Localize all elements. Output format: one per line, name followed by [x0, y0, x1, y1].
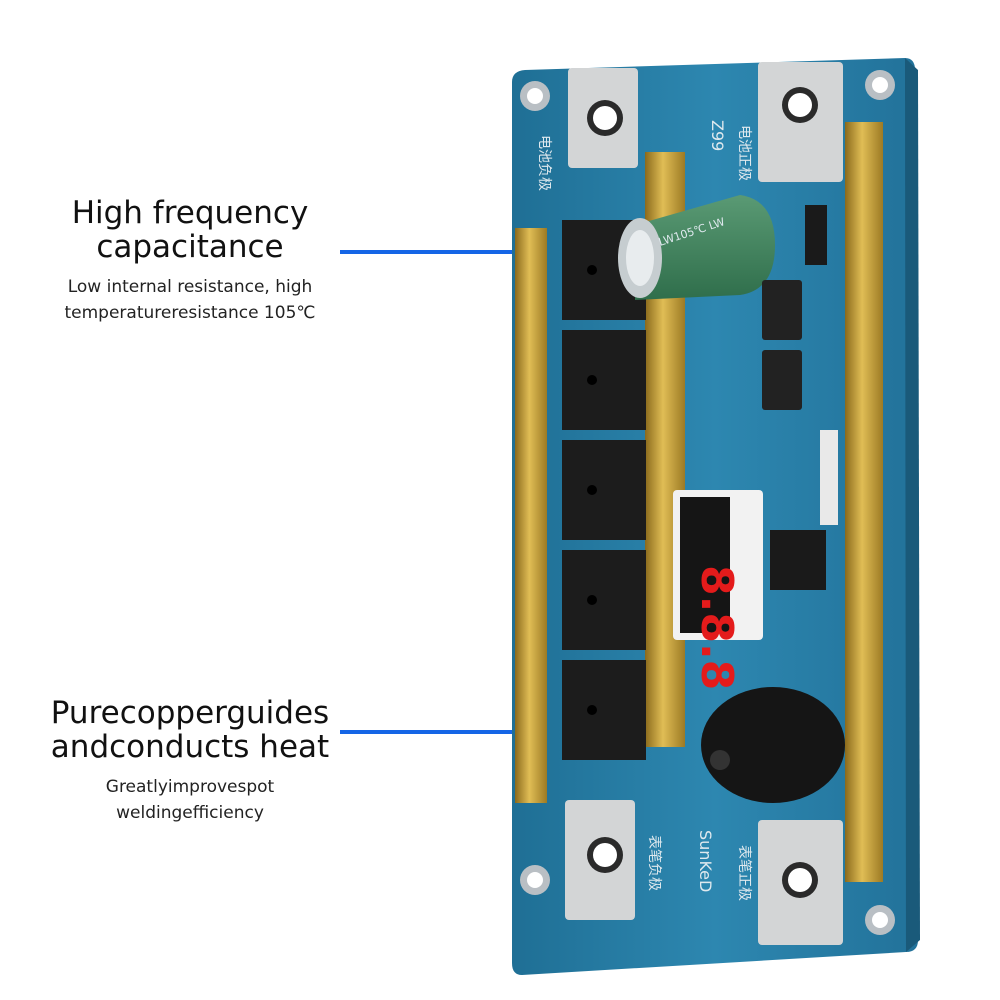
capacitor — [618, 195, 775, 300]
led-display — [673, 490, 763, 640]
capacitance-description: Low internal resistance, high temperatur… — [30, 274, 350, 326]
mount-holes — [520, 70, 895, 935]
buzzer — [701, 687, 845, 803]
capacitance-title-line1: High frequency — [71, 195, 309, 231]
copper-title: Purecopperguides andconducts heat — [30, 696, 350, 764]
bat-pos-label: 电池正极 — [736, 125, 752, 181]
mosfet-row — [562, 220, 646, 760]
capacitance-callout: High frequency capacitance Low internal … — [30, 196, 350, 326]
capacitance-title-line2: capacitance — [96, 229, 284, 265]
capacitance-pointer-line — [340, 250, 640, 254]
copper-description: Greatlyimprovespot weldingefficiency — [30, 774, 350, 826]
copper-callout: Purecopperguides andconducts heat Greatl… — [30, 696, 350, 826]
components — [762, 205, 838, 590]
copper-title-line1: Purecopperguides — [50, 695, 330, 731]
bat-neg-label: 电池负极 — [536, 135, 552, 191]
board-brand-label: SunKeD — [696, 830, 715, 892]
terminal-pads — [565, 62, 843, 945]
capacitance-desc-line1: Low internal resistance, high — [67, 277, 313, 297]
out-neg-label: 表笔负极 — [646, 835, 662, 891]
capacitance-title: High frequency capacitance — [30, 196, 350, 264]
out-pos-label: 表笔正极 — [736, 845, 752, 901]
copper-desc-line2: weldingefficiency — [116, 803, 264, 823]
copper-pointer-line — [340, 730, 520, 734]
display-digits: 8.8.8 — [691, 565, 742, 690]
capacitance-desc-line2: temperatureresistance 105℃ — [64, 303, 316, 323]
pcb-edge — [905, 58, 920, 952]
copper-title-line2: andconducts heat — [50, 729, 330, 765]
copper-desc-line1: Greatlyimprovespot — [105, 777, 275, 797]
board-model-label: Z99 — [708, 120, 727, 151]
